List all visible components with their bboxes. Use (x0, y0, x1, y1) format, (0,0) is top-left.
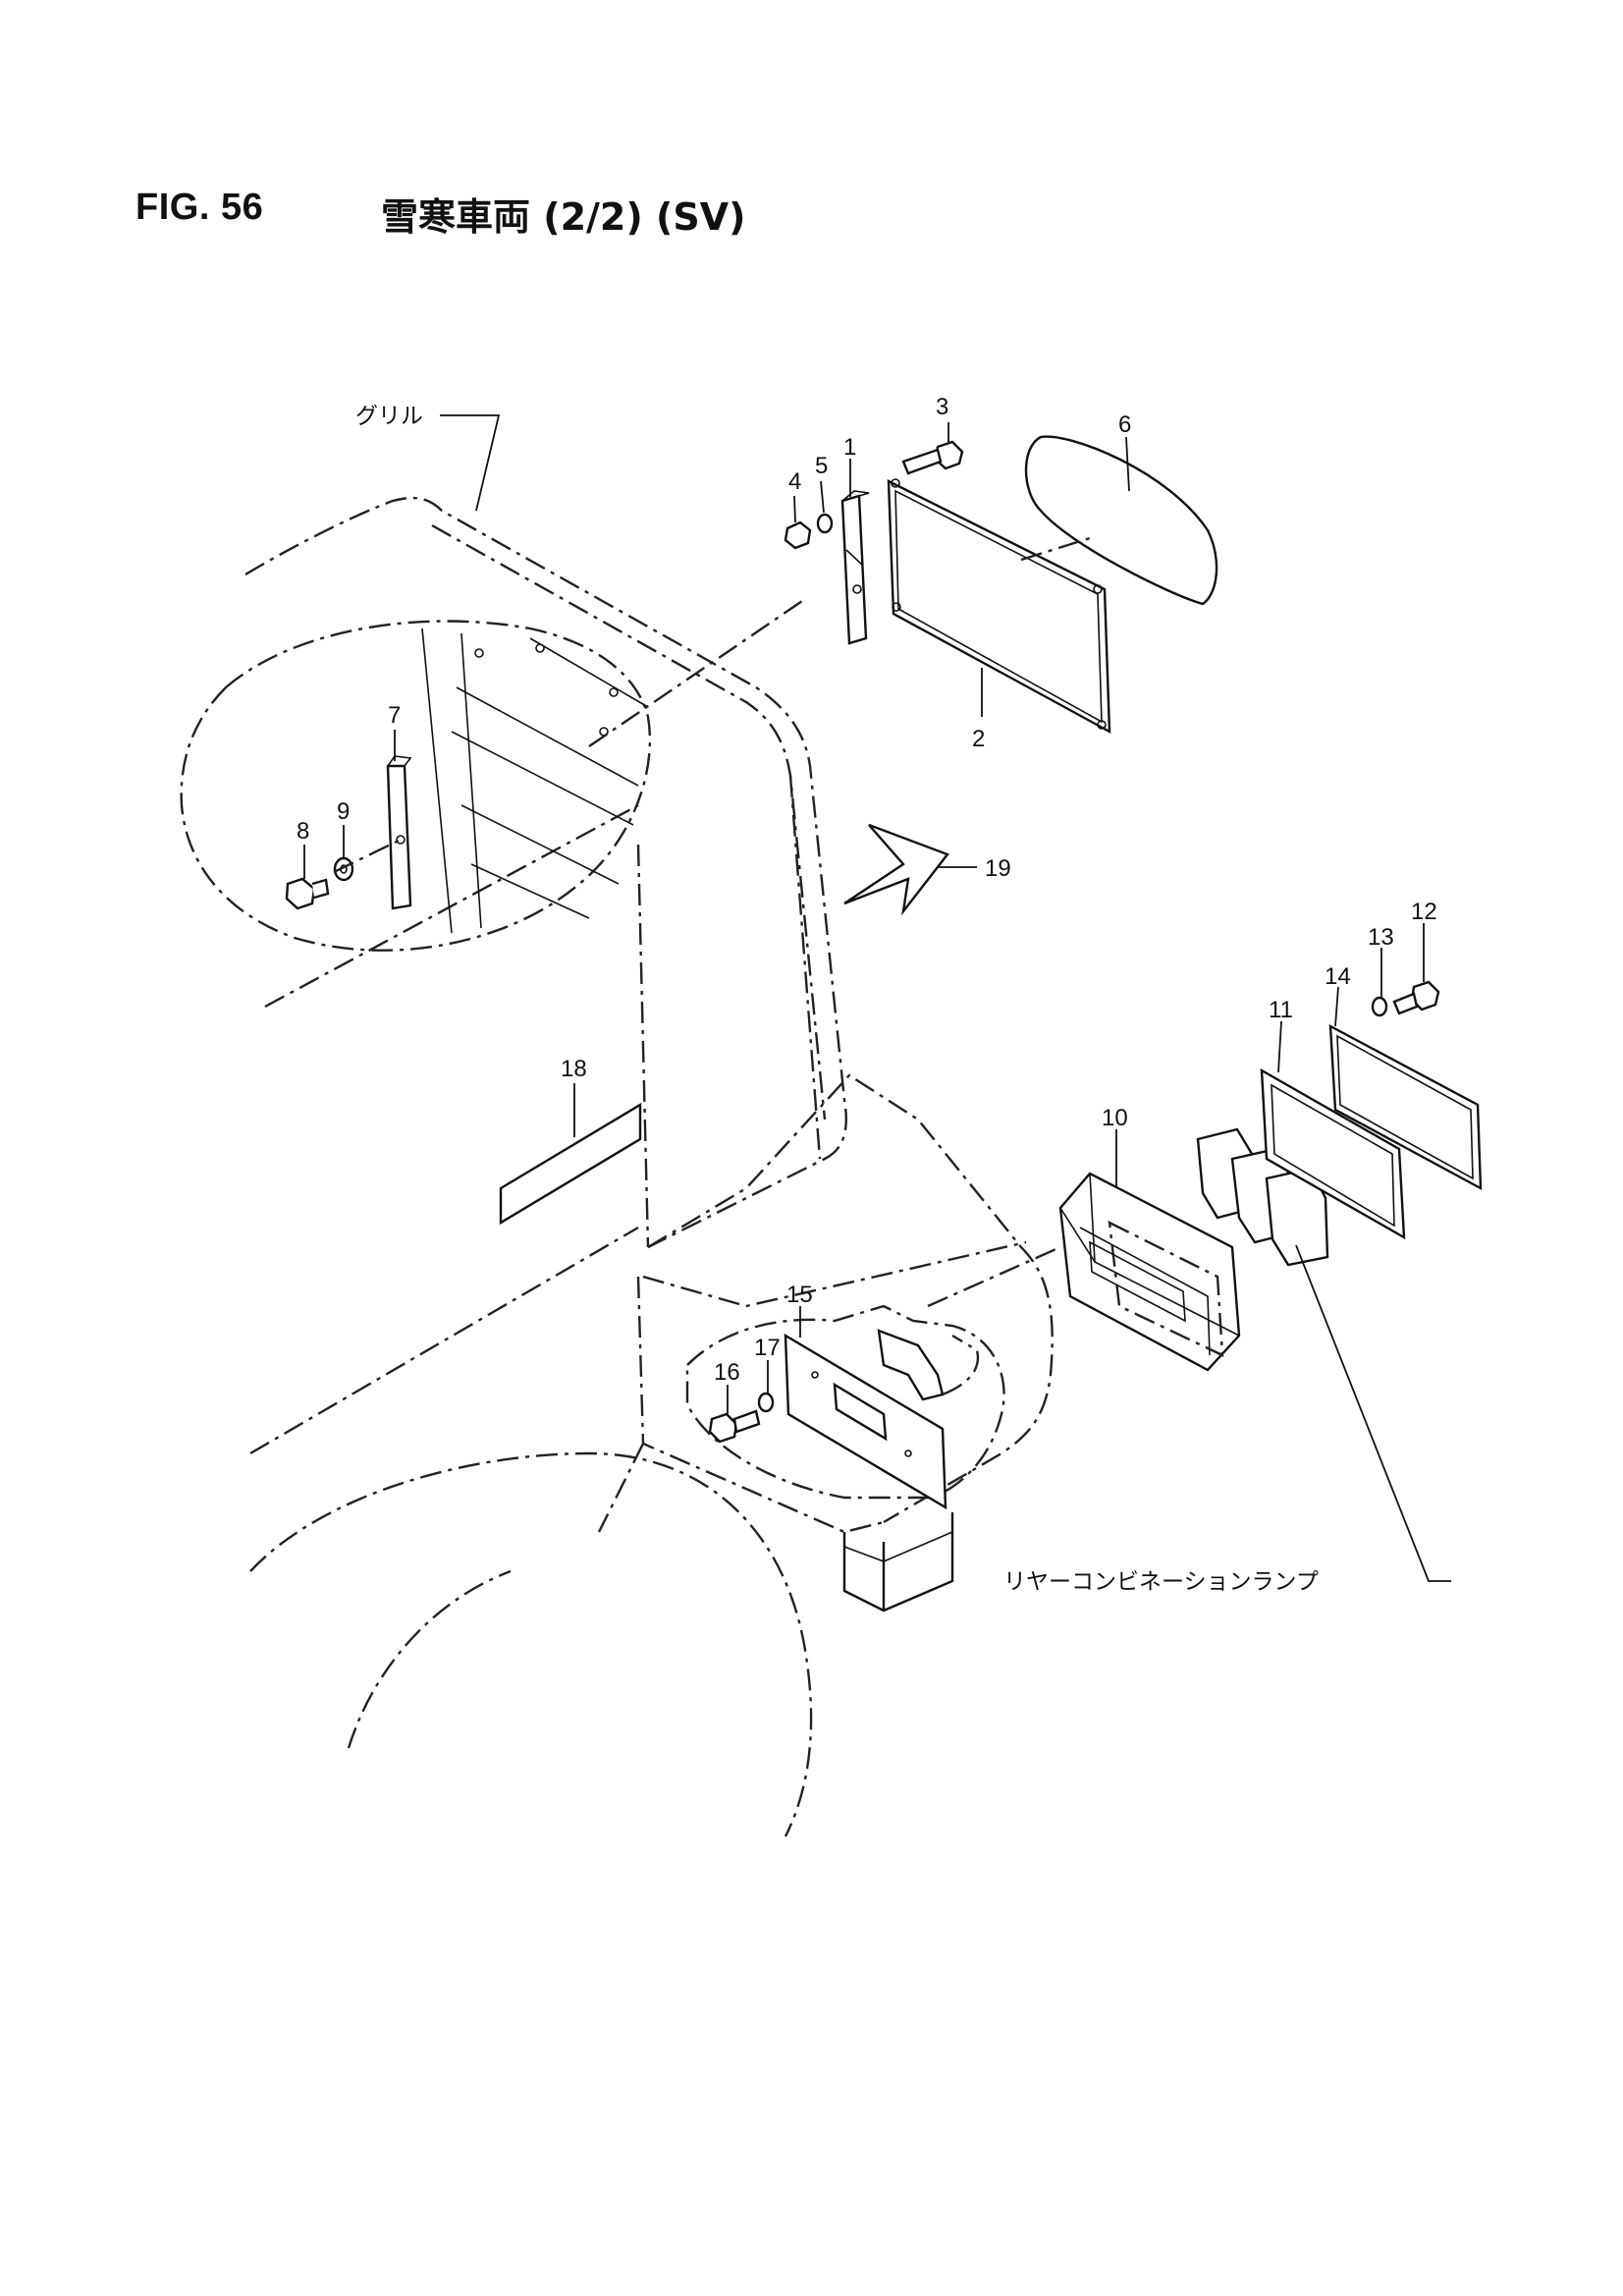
rear-combination-lamp-label: リヤーコンビネーションランプ (1003, 1569, 1319, 1595)
callout-15: 15 (786, 1282, 813, 1308)
callout-17: 17 (754, 1335, 781, 1361)
figure-number: FIG. 56 (135, 187, 264, 228)
callout-14: 14 (1325, 963, 1351, 990)
callout-numbers: 1 2 3 4 5 6 7 8 9 10 11 12 13 14 15 16 1… (297, 394, 1437, 1386)
callout-10: 10 (1102, 1105, 1128, 1131)
rear-combination-lamp-assembly: リヤーコンビネーションランプ (927, 980, 1483, 1595)
callout-19: 19 (985, 855, 1011, 882)
decal-18 (499, 1083, 642, 1226)
callout-2: 2 (972, 726, 985, 752)
callout-12: 12 (1411, 899, 1437, 925)
callout-16: 16 (714, 1359, 740, 1386)
callout-8: 8 (297, 818, 309, 845)
vehicle-body-outline (244, 496, 1054, 1837)
grille-annotation: グリル (355, 404, 501, 512)
callout-7: 7 (388, 702, 401, 729)
callout-6: 6 (1118, 411, 1131, 438)
rear-plate-detail (685, 1304, 1005, 1510)
callout-11: 11 (1269, 997, 1293, 1023)
direction-arrow (843, 823, 977, 916)
callout-1: 1 (843, 434, 856, 461)
callout-13: 13 (1368, 924, 1394, 951)
grille-label: グリル (355, 404, 423, 429)
callout-9: 9 (337, 798, 350, 825)
top-plate-assembly (784, 435, 1218, 735)
callout-4: 4 (788, 468, 801, 495)
callout-3: 3 (936, 394, 948, 420)
figure-title: 雪寒車両 (2/2) (SV) (381, 195, 746, 239)
callout-leaders (303, 422, 1425, 1414)
callout-5: 5 (815, 453, 828, 479)
grille-detail-view (180, 598, 806, 952)
callout-18: 18 (561, 1056, 587, 1082)
